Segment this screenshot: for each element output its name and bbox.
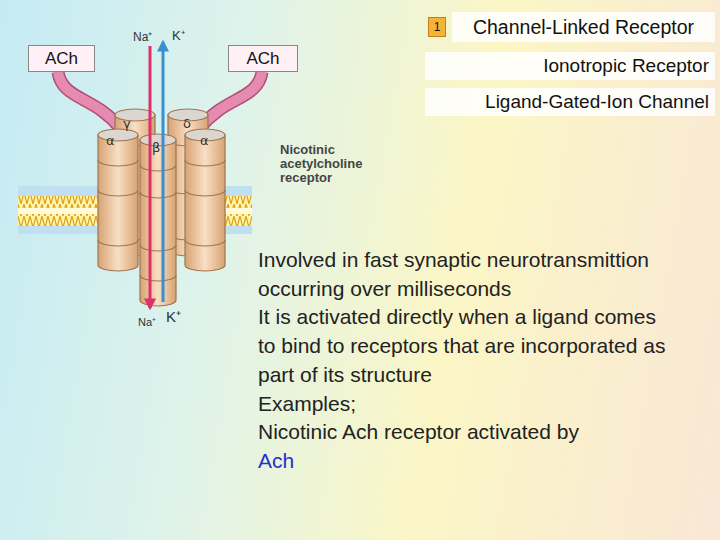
ion-label: Na⁺ — [138, 314, 156, 329]
body-line: Ach — [258, 447, 678, 476]
receptor-subunit — [140, 134, 176, 306]
node-text: 1 — [434, 20, 441, 34]
body-line: It is activated directly when a ligand c… — [258, 303, 678, 389]
ion-flow-arrow — [162, 42, 165, 302]
ion-label: K⁺ — [172, 26, 185, 44]
ligand-box: ACh — [28, 45, 95, 72]
body-text: Involved in fast synaptic neurotransmitt… — [258, 246, 678, 476]
ach-binding-band — [58, 72, 262, 128]
heading-box: Channel-Linked Receptor — [452, 12, 715, 42]
heading-box: Ligand-Gated-Ion Channel — [425, 88, 715, 116]
subunit-label: γ — [123, 116, 131, 131]
body-line: Examples; — [258, 390, 678, 419]
subunit-ring — [185, 160, 225, 246]
node-text: Ligand-Gated-Ion Channel — [485, 91, 709, 113]
subunit-label: α — [200, 133, 209, 148]
binding-band — [200, 72, 262, 128]
heading-box: Ionotropic Receptor — [425, 52, 715, 80]
body-line: Nicotinic Ach receptor activated by — [258, 418, 678, 447]
subunit-body — [140, 140, 176, 306]
subunit-label: δ — [183, 116, 191, 131]
ion-label: Na⁺ — [133, 28, 152, 45]
subunit-body — [185, 135, 225, 271]
subunit-label: α — [106, 133, 115, 148]
body-line: Involved in fast synaptic neurotransmitt… — [258, 246, 678, 303]
binding-band — [200, 72, 262, 128]
callout-number: 1 — [428, 17, 446, 37]
receptor-subunit — [98, 129, 138, 271]
subunit-ring — [140, 165, 176, 281]
binding-band — [58, 72, 120, 128]
subunit-body — [98, 135, 138, 271]
node-text: Channel-Linked Receptor — [473, 16, 694, 39]
ion-label: K⁺ — [166, 306, 181, 326]
subunit-top — [98, 129, 138, 141]
receptor-name: Nicotinic acetylcholine receptor — [280, 143, 390, 185]
ligand-box: ACh — [228, 45, 298, 72]
node-text: ACh — [246, 49, 279, 69]
node-text: Ionotropic Receptor — [543, 55, 709, 77]
receptor-subunit — [185, 129, 225, 271]
node-text: ACh — [45, 49, 78, 69]
subunit-ring — [98, 160, 138, 246]
subunit-label: β — [152, 140, 160, 155]
ion-flow-arrow — [149, 46, 152, 308]
binding-band — [58, 72, 120, 128]
